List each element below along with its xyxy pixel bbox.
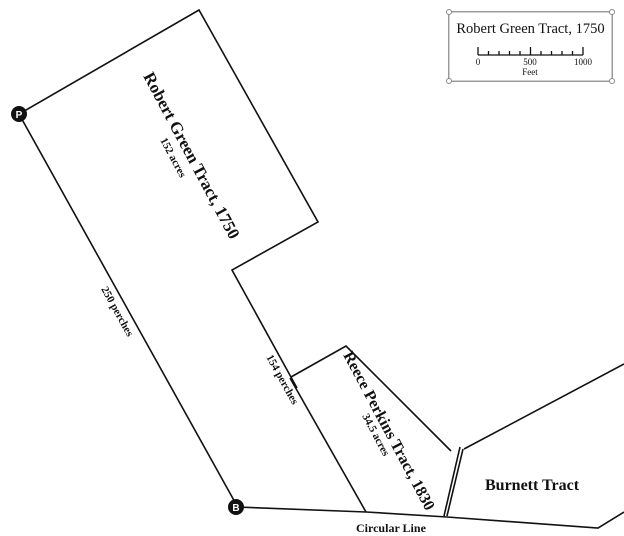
marker-p[interactable]: P xyxy=(11,106,27,122)
legend-corner xyxy=(609,78,615,84)
robert-green-tract-label: Robert Green Tract, 1750 xyxy=(139,69,243,242)
scale-tick-label-0: 0 xyxy=(476,57,481,67)
robert-green-tract-boundary xyxy=(17,8,320,505)
marker-b-letter: B xyxy=(232,503,239,514)
scale-unit-label: Feet xyxy=(522,67,538,77)
legend-corner xyxy=(446,78,452,84)
circular-line-label: Circular Line xyxy=(356,521,427,535)
legend-corner xyxy=(446,9,452,15)
marker-p-letter: P xyxy=(16,110,23,121)
circular-line xyxy=(235,506,624,529)
road-line-right xyxy=(446,448,464,517)
road-line-left xyxy=(443,446,461,517)
scale-tick-label-500: 500 xyxy=(523,57,537,67)
scale-tick-label-1000: 1000 xyxy=(574,57,593,67)
marker-p-circle xyxy=(11,106,27,122)
burnett-tract-north-boundary xyxy=(463,363,624,450)
burnett-tract-label: Burnett Tract xyxy=(485,477,580,494)
legend-corner xyxy=(609,9,615,15)
middle-boundary-line xyxy=(289,377,367,513)
marker-b[interactable]: B xyxy=(228,499,244,515)
reece-perkins-tract-label: Reece Perkins Tract, 1830 xyxy=(339,349,437,513)
scale-bar: 0 500 1000 Feet xyxy=(476,47,593,77)
west-line-length-label: 250 perches xyxy=(98,285,136,340)
marker-b-circle xyxy=(228,499,244,515)
reece-perkins-tract-boundary xyxy=(290,345,452,452)
map-legend: Robert Green Tract, 1750 0 500 1000 Feet xyxy=(446,9,615,84)
legend-title: Robert Green Tract, 1750 xyxy=(456,21,605,37)
